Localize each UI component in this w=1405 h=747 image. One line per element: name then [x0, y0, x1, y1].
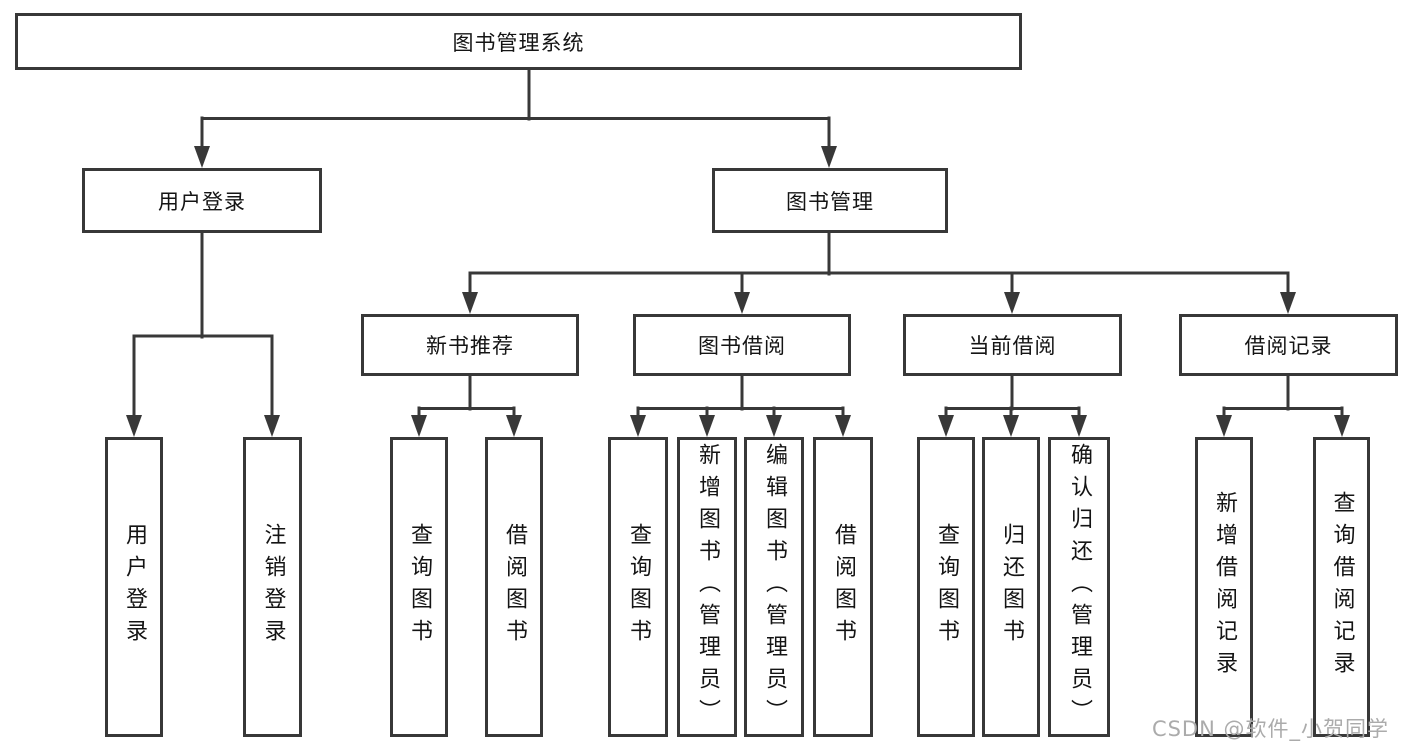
node-label: 新增借阅记录: [1212, 491, 1237, 683]
node-label: 注销登录: [260, 523, 286, 651]
leaf-add-books-admin: 新增图书（管理员）: [677, 437, 737, 737]
node-label: 用户登录: [158, 189, 246, 214]
node-label: 借阅图书: [502, 523, 527, 651]
leaf-logout: 注销登录: [243, 437, 302, 737]
node-label: 编辑图书（管理员）: [762, 443, 787, 731]
leaf-return-books: 归还图书: [982, 437, 1040, 737]
node-label: 新增图书（管理员）: [695, 443, 720, 731]
node-book-borrowing: 图书借阅: [633, 314, 851, 376]
node-book-management: 图书管理: [712, 168, 948, 233]
node-new-book-recommendation: 新书推荐: [361, 314, 579, 376]
node-label: 查询图书: [407, 523, 432, 651]
node-label: 新书推荐: [426, 334, 514, 358]
node-label: 查询借阅记录: [1329, 491, 1355, 683]
node-current-borrowing: 当前借阅: [903, 314, 1122, 376]
leaf-query-books-2: 查询图书: [608, 437, 668, 737]
node-label: 用户登录: [122, 523, 147, 651]
leaf-edit-books-admin: 编辑图书（管理员）: [744, 437, 804, 737]
node-borrowing-records: 借阅记录: [1179, 314, 1398, 376]
node-label: 图书管理系统: [452, 30, 585, 55]
node-label: 图书管理: [786, 189, 874, 214]
leaf-query-books-3: 查询图书: [917, 437, 975, 737]
node-label: 借阅记录: [1244, 334, 1333, 358]
leaf-borrow-books-2: 借阅图书: [813, 437, 873, 737]
node-library-management-system: 图书管理系统: [15, 13, 1022, 70]
leaf-user-login: 用户登录: [105, 437, 163, 737]
csdn-watermark: CSDN @软件_小贺同学: [1151, 717, 1389, 741]
leaf-confirm-return-admin: 确认归还（管理员）: [1048, 437, 1110, 737]
node-label: 查询图书: [934, 523, 959, 651]
node-label: 图书借阅: [698, 334, 786, 358]
leaf-query-books-1: 查询图书: [390, 437, 448, 737]
node-label: 借阅图书: [831, 523, 856, 651]
node-label: 确认归还（管理员）: [1067, 443, 1092, 731]
leaf-borrow-books-1: 借阅图书: [485, 437, 543, 737]
leaf-add-borrow-record: 新增借阅记录: [1195, 437, 1253, 737]
node-label: 归还图书: [999, 523, 1024, 651]
leaf-query-borrow-record: 查询借阅记录: [1313, 437, 1370, 737]
node-user-login-group: 用户登录: [82, 168, 322, 233]
node-label: 查询图书: [626, 523, 651, 651]
node-label: 当前借阅: [968, 334, 1057, 358]
